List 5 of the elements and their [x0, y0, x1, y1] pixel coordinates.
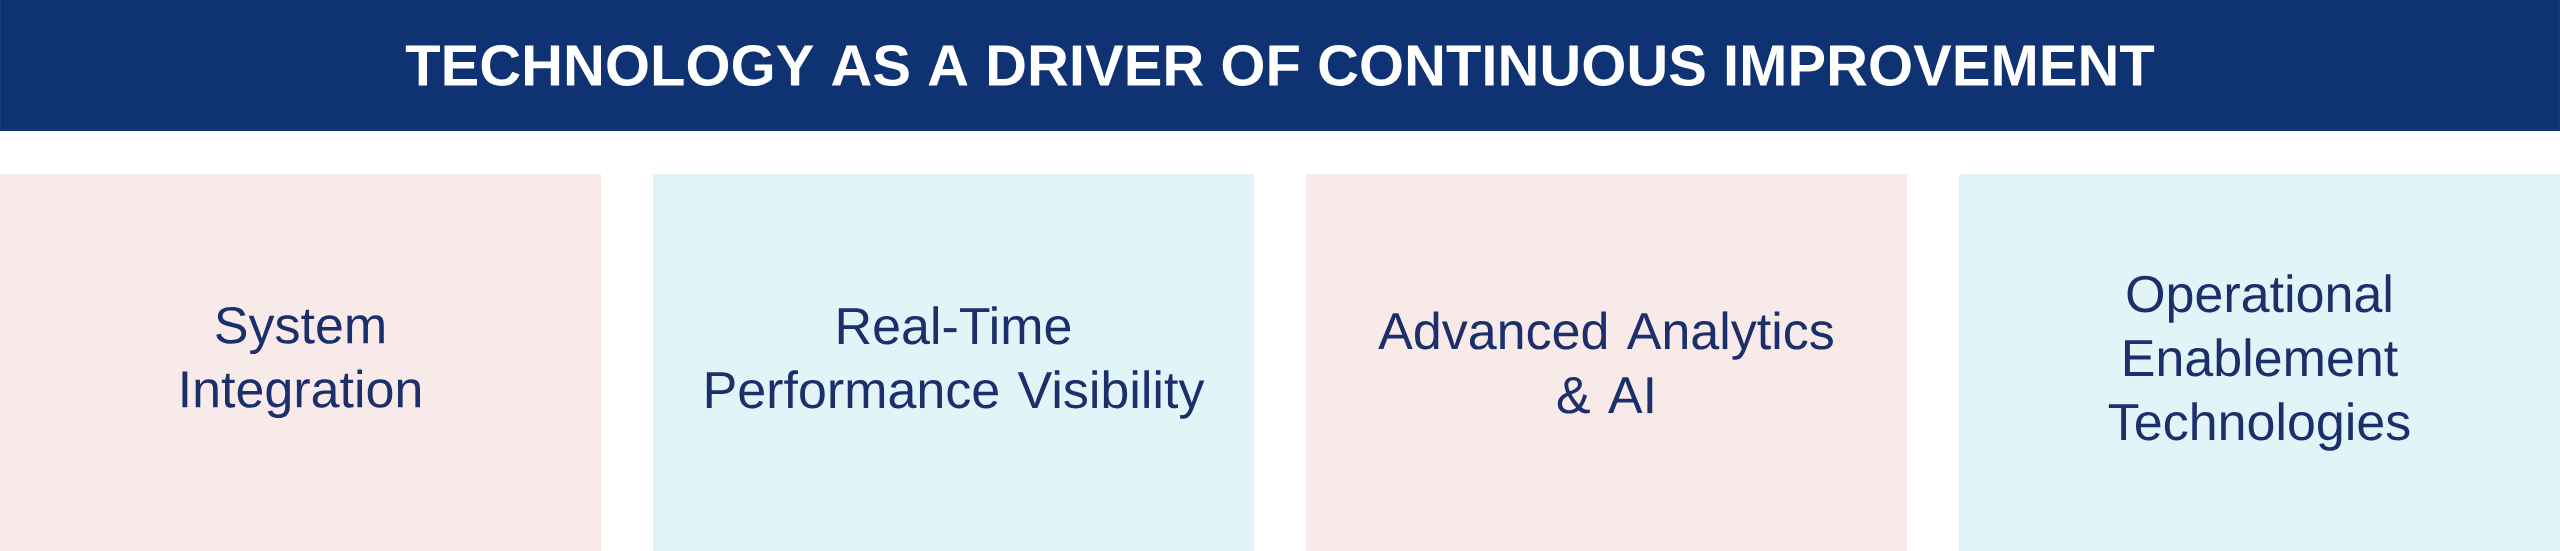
category-box: System Integration	[0, 174, 601, 551]
category-box: Real-Time Performance Visibility	[653, 174, 1254, 551]
category-box: Advanced Analytics & AI	[1306, 174, 1907, 551]
category-box: Operational Enablement Technologies	[1959, 174, 2560, 551]
title-banner: TECHNOLOGY AS A DRIVER OF CONTINUOUS IMPROVEMENT	[0, 0, 2560, 131]
